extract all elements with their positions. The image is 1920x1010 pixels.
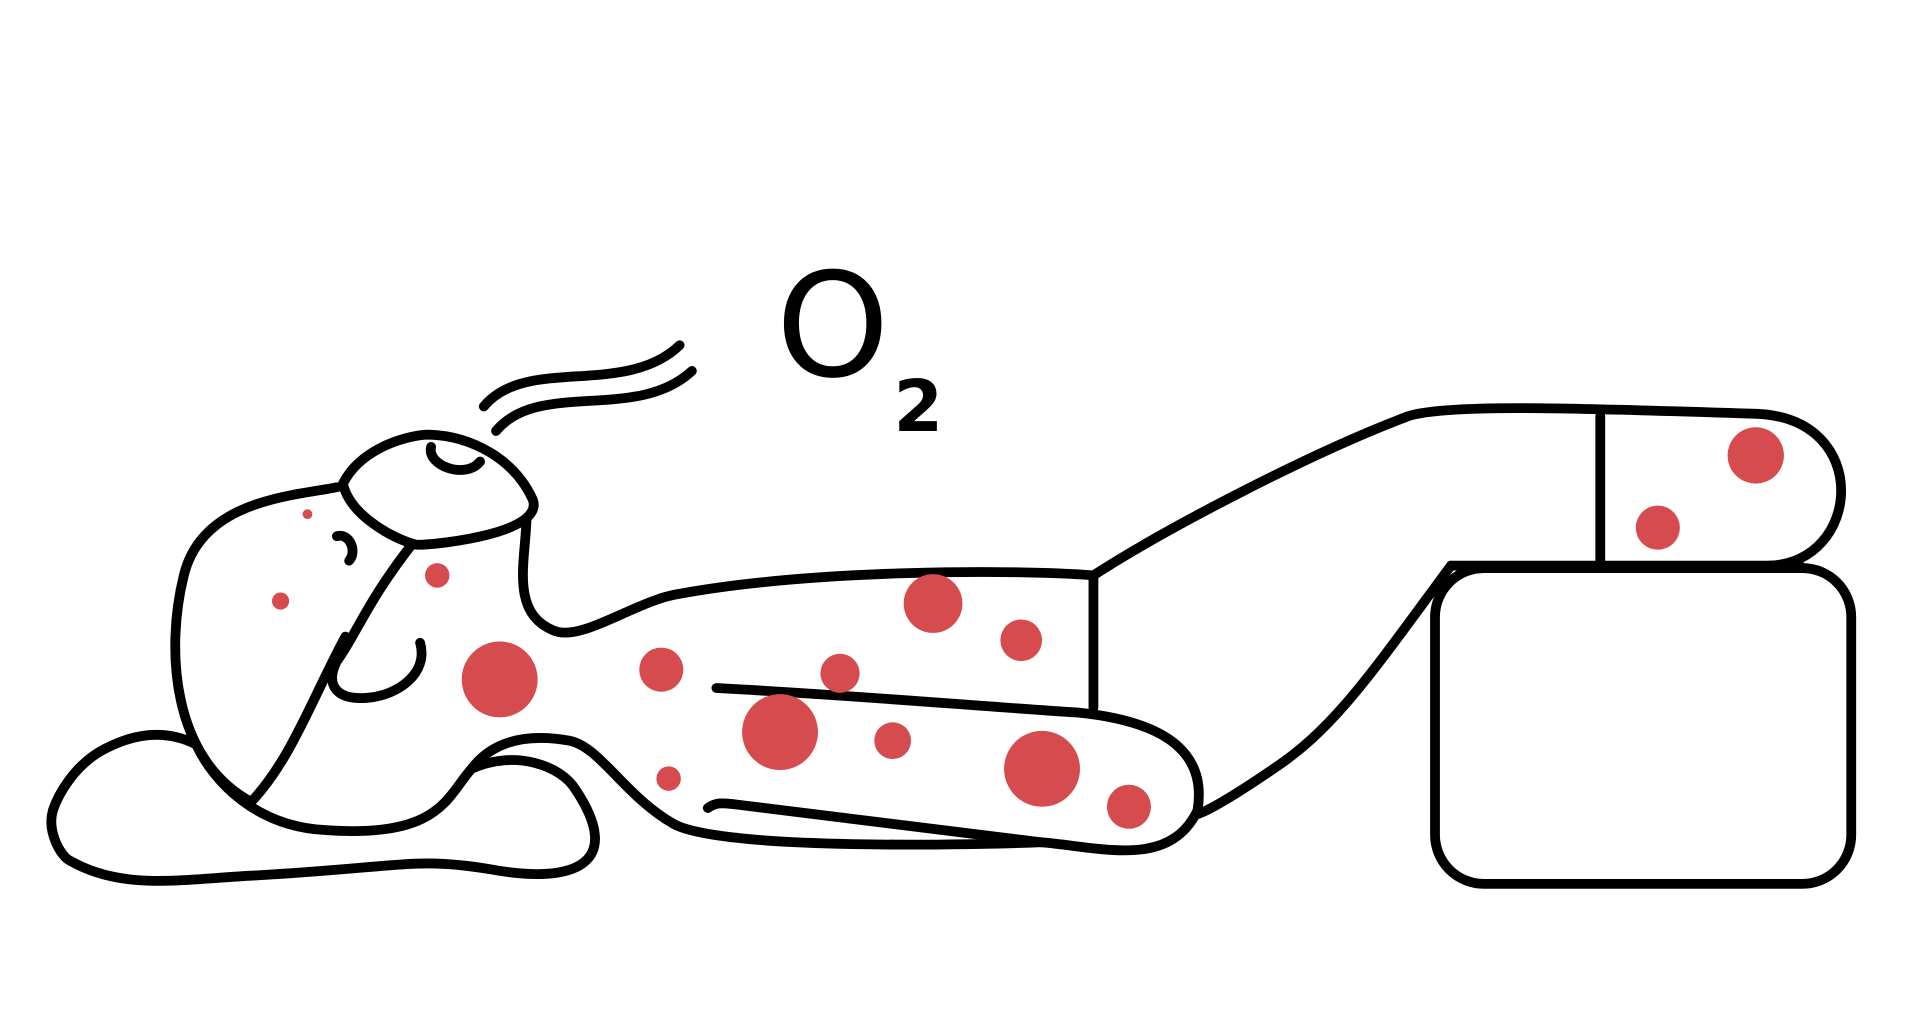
hair-tuft <box>426 441 485 475</box>
ear-icon <box>331 530 358 566</box>
bed <box>1430 563 1857 889</box>
red-dots <box>271 427 1784 829</box>
oxygen-letter: O <box>776 243 890 411</box>
cap <box>338 429 539 550</box>
oxygen-label: O 2 <box>776 243 943 448</box>
breath-waves <box>478 340 697 436</box>
oxygen-subscript: 2 <box>894 365 943 448</box>
patient-body <box>170 403 1846 856</box>
pillow <box>46 729 600 886</box>
patient-head <box>331 429 539 566</box>
